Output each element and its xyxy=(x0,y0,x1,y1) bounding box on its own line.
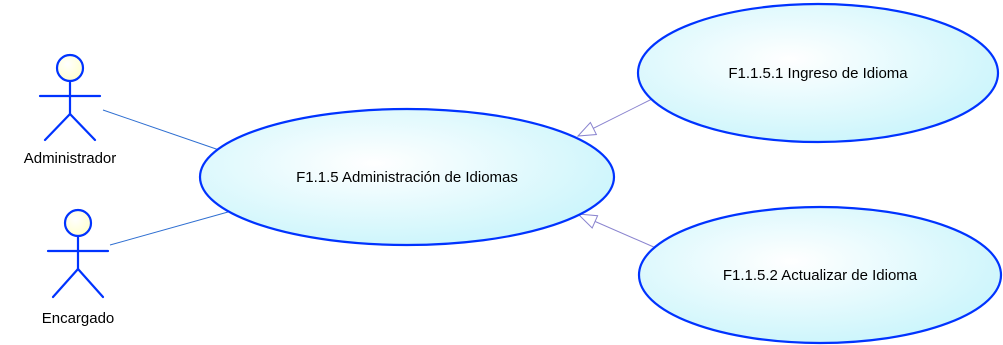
actor-administrador[interactable]: Administrador xyxy=(24,53,117,167)
association-encargado xyxy=(109,211,229,246)
usecase-label-ingreso: F1.1.5.1 Ingreso de Idioma xyxy=(728,65,908,82)
association-administrador xyxy=(102,109,223,152)
usecase-ingreso-idioma[interactable]: F1.1.5.1 Ingreso de Idioma xyxy=(636,2,1000,144)
usecase-actualizar-idioma[interactable]: F1.1.5.2 Actualizar de Idioma xyxy=(637,205,1003,345)
actor-label-encargado: Encargado xyxy=(42,310,115,327)
actor-head-icon xyxy=(55,53,85,83)
actor-left-leg xyxy=(43,112,72,142)
generalization-arrowhead-actualizar xyxy=(576,213,599,229)
usecase-ellipse xyxy=(637,205,1003,345)
actor-label-administrador: Administrador xyxy=(24,150,117,167)
usecase-label-administracion: F1.1.5 Administración de Idiomas xyxy=(296,169,518,186)
actor-left-leg xyxy=(51,267,80,299)
actor-head-icon xyxy=(63,208,93,238)
actor-right-leg xyxy=(68,112,97,142)
usecase-label-actualizar: F1.1.5.2 Actualizar de Idioma xyxy=(723,267,918,284)
generalization-arrowhead-ingreso xyxy=(576,121,598,137)
actor-encargado[interactable]: Encargado xyxy=(42,208,115,327)
usecase-administracion-idiomas[interactable]: F1.1.5 Administración de Idiomas xyxy=(198,107,616,247)
actor-right-leg xyxy=(76,267,105,299)
usecase-ellipse xyxy=(198,107,616,247)
usecase-ellipse xyxy=(636,2,1000,144)
